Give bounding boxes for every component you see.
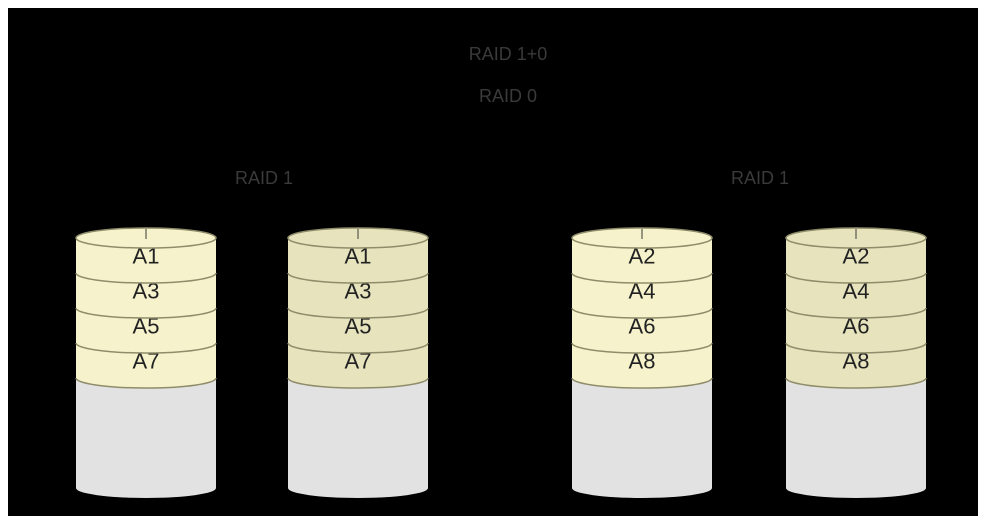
disk-block-divider xyxy=(287,307,429,319)
title-line-2: RAID 0 xyxy=(479,86,537,106)
disk-bottom-cap xyxy=(288,478,428,498)
disk-block-divider xyxy=(571,377,713,389)
disk-block-divider xyxy=(785,307,927,319)
disk-block-divider xyxy=(287,377,429,389)
group-label-left: RAID 1 xyxy=(235,168,293,188)
disk-block-divider xyxy=(287,342,429,354)
disk-block-divider xyxy=(785,377,927,389)
disk-bottom-cap xyxy=(572,478,712,498)
disk-empty-body xyxy=(76,378,216,488)
title-line-1: RAID 1+0 xyxy=(469,44,548,64)
disk-bottom-cap xyxy=(786,478,926,498)
disk-block-divider xyxy=(571,342,713,354)
disk-block-divider xyxy=(75,342,217,354)
disk-block-divider xyxy=(571,272,713,284)
raid-diagram: RAID 1+0 RAID 0 RAID 1 RAID 1 A7A5A3A1A7… xyxy=(75,44,927,498)
disk-block-divider xyxy=(785,272,927,284)
disk-block-divider xyxy=(785,342,927,354)
disk-empty-body xyxy=(786,378,926,488)
group-label-right: RAID 1 xyxy=(731,168,789,188)
disk-block-divider xyxy=(75,307,217,319)
disk-empty-body xyxy=(572,378,712,488)
disk-empty-body xyxy=(288,378,428,488)
disk-block-divider xyxy=(75,377,217,389)
disk-block-divider xyxy=(287,272,429,284)
disk-block-divider xyxy=(75,272,217,284)
disk-bottom-cap xyxy=(76,478,216,498)
disk-block-divider xyxy=(571,307,713,319)
